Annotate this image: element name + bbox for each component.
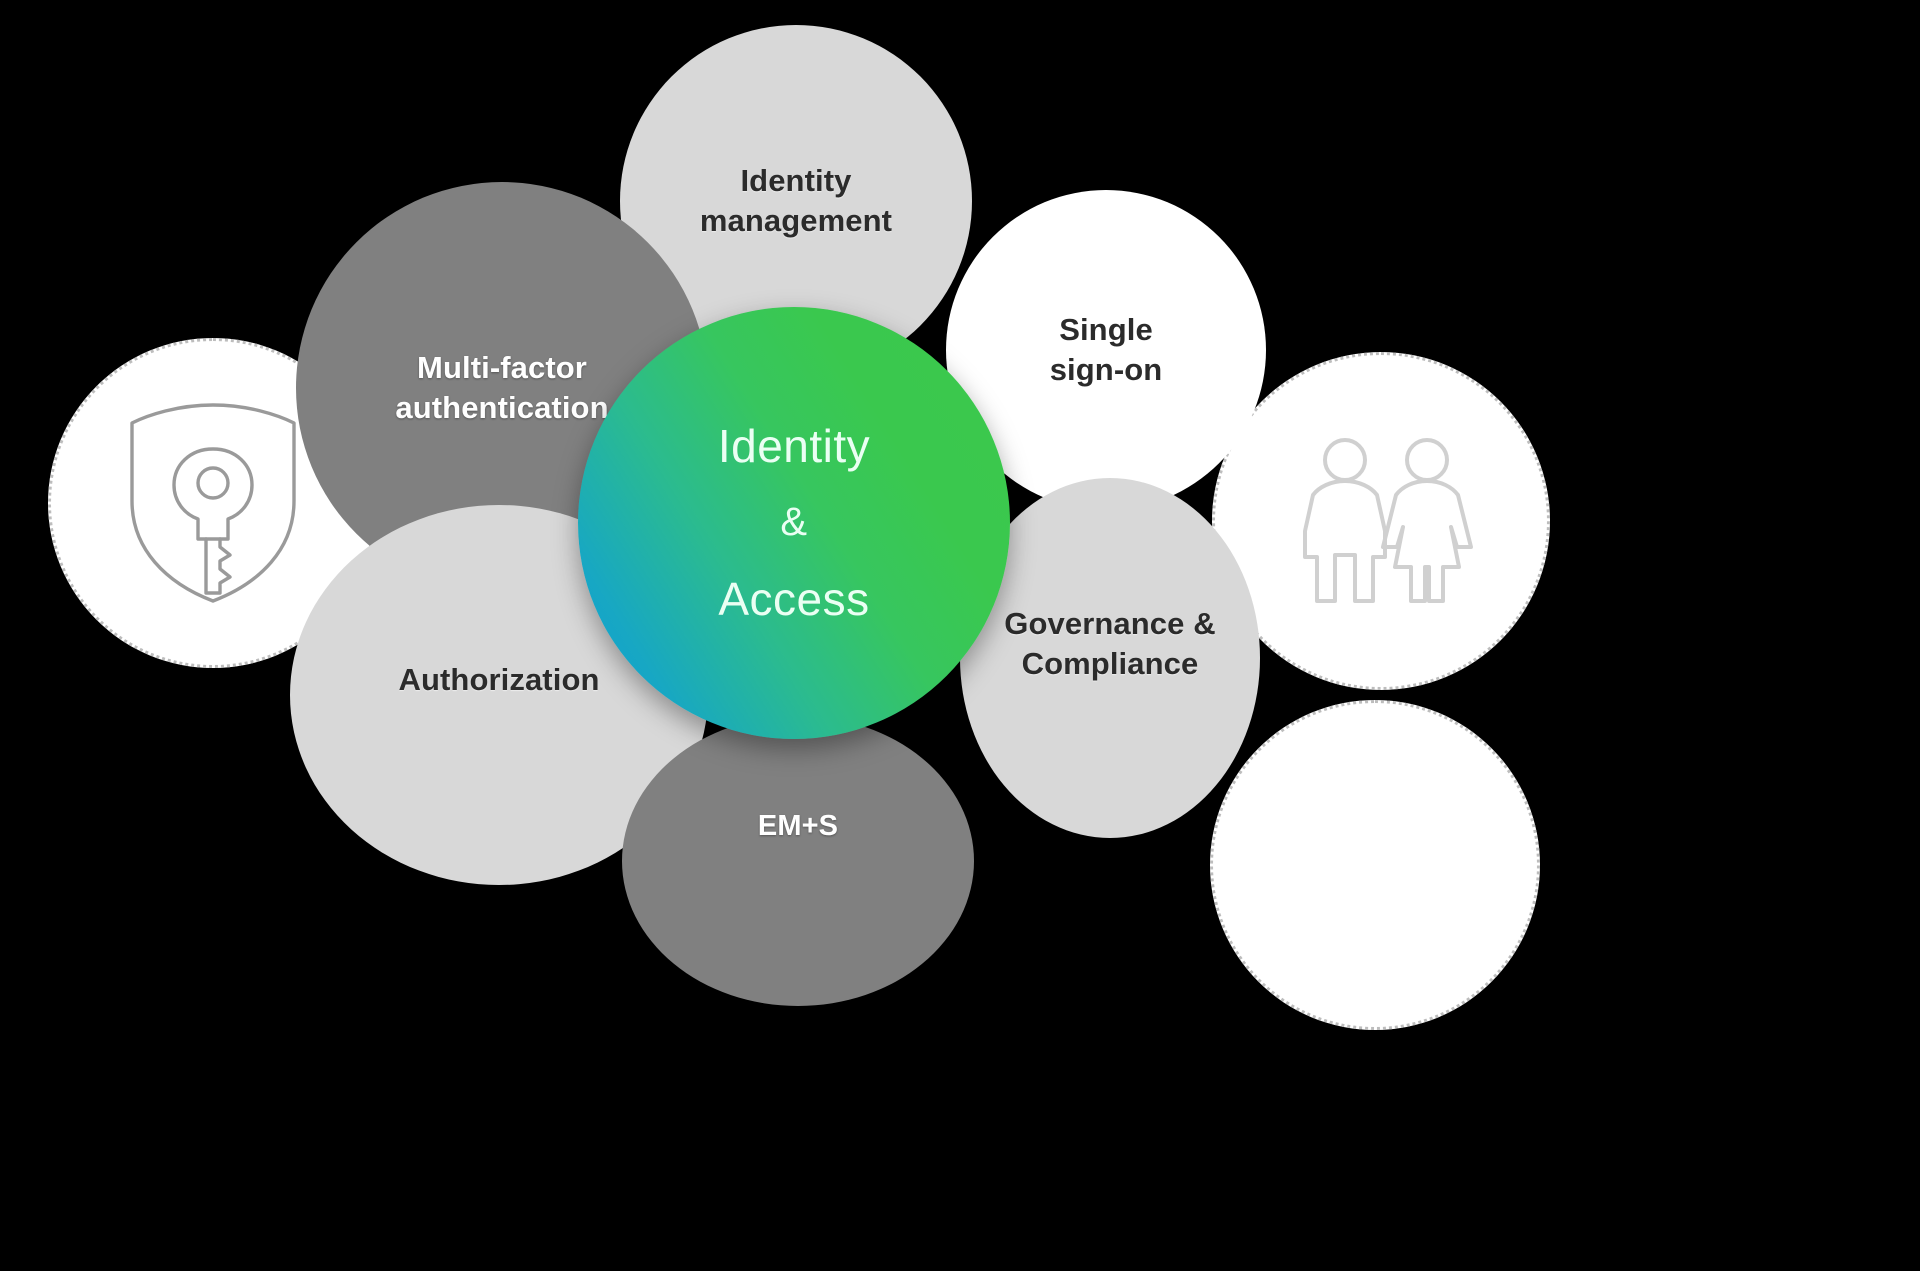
decoration-circle-empty	[1210, 700, 1540, 1030]
petal-label-line1: Single	[1059, 311, 1153, 347]
petal-authorization-label: Authorization	[398, 662, 600, 697]
decoration-circle-people	[1212, 352, 1550, 690]
petal-identity-management[interactable]: Identity management	[620, 25, 972, 377]
petal-identity-management-label: Identity management	[700, 161, 892, 242]
petal-single-sign-on-label: Single sign-on	[1050, 310, 1163, 391]
petal-mfa-label: Multi-factor authentication	[395, 348, 608, 429]
petal-label-line1: Multi-factor	[417, 349, 587, 385]
petal-governance-compliance[interactable]: Governance & Compliance	[960, 478, 1260, 838]
hub-line-access: Access	[718, 572, 870, 625]
petal-label-line2: authentication	[395, 390, 609, 425]
petal-ems[interactable]: EM+S	[622, 716, 974, 1006]
key-shield-icon	[118, 397, 308, 609]
petal-ems-label: EM+S	[757, 810, 839, 842]
petal-label-line2: management	[699, 203, 893, 238]
center-hub-identity-and-access[interactable]: Identity & Access	[578, 307, 1010, 739]
hub-line-identity: Identity	[717, 419, 871, 472]
hub-line-ampersand: &	[780, 500, 808, 545]
petal-label-line2: Compliance	[1021, 646, 1199, 682]
petal-label-line1: Governance &	[1004, 606, 1216, 641]
man-woman-icon	[1283, 435, 1479, 607]
petal-governance-compliance-label: Governance & Compliance	[1004, 604, 1215, 685]
petal-label-line1: Identity	[740, 162, 852, 198]
petal-label-line2: sign-on	[1049, 352, 1163, 387]
